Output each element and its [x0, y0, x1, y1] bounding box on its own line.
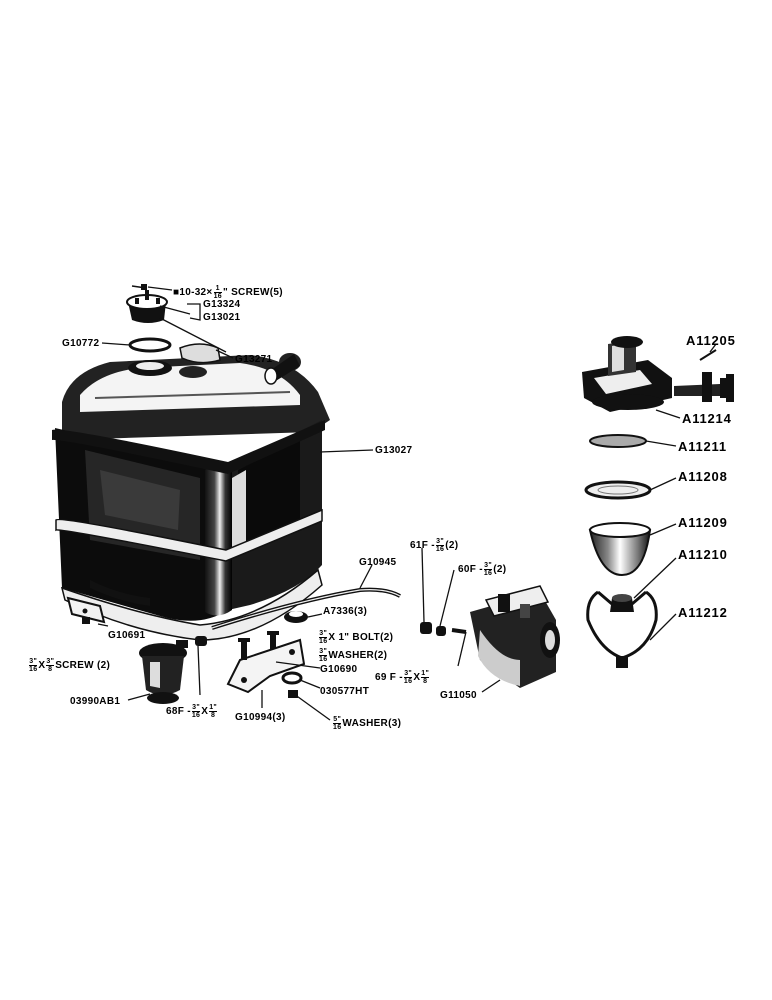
label-a11209: A11209 — [678, 515, 728, 530]
label-g10945: G10945 — [359, 557, 397, 568]
label-a7336: A7336(3) — [323, 606, 368, 617]
fitting-68f-icon — [195, 636, 207, 646]
sending-unit-icon — [179, 343, 301, 385]
label-g10690: G10690 — [320, 664, 358, 675]
label-a11212: A11212 — [678, 605, 728, 620]
label-g13027: G13027 — [375, 445, 413, 456]
filler-cap-icon — [126, 290, 168, 323]
screen-icon — [584, 480, 652, 500]
label-a11211: A11211 — [678, 439, 727, 454]
label-g13021: G13021 — [203, 312, 241, 323]
gasket-icon — [128, 337, 172, 353]
label-g10691: G10691 — [108, 630, 146, 641]
fitting-61f-icon — [420, 622, 432, 634]
label-g10994: G10994(3) — [235, 712, 286, 723]
mounting-bracket-icon — [226, 631, 306, 694]
fitting-60f-icon — [436, 626, 446, 636]
fuel-pump-icon — [139, 640, 188, 704]
label-a11205: A11205 — [686, 333, 736, 348]
leader-lines — [97, 286, 717, 721]
bowl-nut-icon — [610, 594, 634, 612]
label-g13324: G13324 — [203, 299, 241, 310]
label-g13271: G13271 — [235, 354, 273, 365]
label-03990ab1: 03990AB1 — [70, 696, 121, 707]
label-030577ht: 030577HT — [320, 686, 370, 697]
label-60f: 60F -3"16(2) — [458, 562, 507, 577]
sediment-bowl-icon — [588, 522, 652, 577]
fuel-tank-icon — [52, 355, 330, 641]
label-a11214: A11214 — [682, 411, 732, 426]
label-g11050: G11050 — [440, 690, 477, 701]
gasket-icon — [589, 434, 647, 448]
label-61f: 61F -3"16(2) — [410, 538, 459, 553]
sediment-bowl-body-icon — [582, 336, 672, 412]
label-a11210: A11210 — [678, 547, 728, 562]
bowl-bail-icon — [586, 590, 658, 668]
label-a11208: A11208 — [678, 469, 728, 484]
label-g10772: G10772 — [62, 338, 100, 349]
carburetor-icon — [470, 585, 560, 688]
shutoff-valve-icon — [674, 349, 734, 402]
